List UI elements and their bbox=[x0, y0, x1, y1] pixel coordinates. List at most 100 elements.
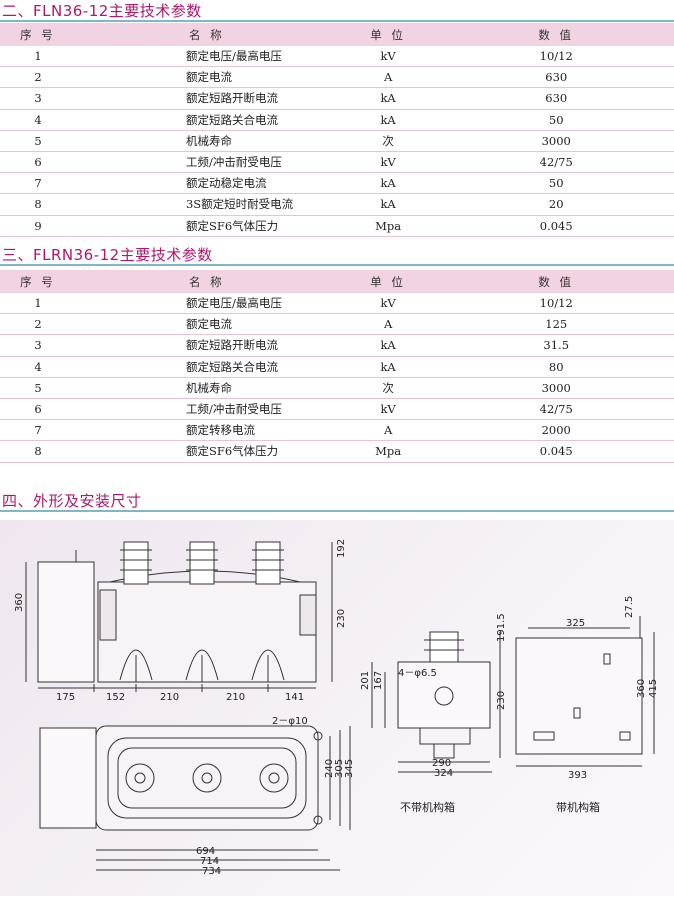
cell-no: 8 bbox=[0, 193, 76, 216]
front-dim-141: 141 bbox=[285, 692, 305, 703]
cell-unit: Mpa bbox=[337, 215, 439, 237]
cell-unit: kA bbox=[337, 109, 439, 131]
header-value: 数 值 bbox=[438, 23, 674, 46]
front-dim-152: 152 bbox=[106, 692, 126, 703]
front-view-drawing bbox=[25, 541, 333, 692]
cell-unit: Mpa bbox=[337, 440, 439, 463]
cell-unit: kA bbox=[337, 356, 439, 378]
cell-name: 额定短路关合电流 bbox=[75, 109, 338, 131]
cell-value: 3000 bbox=[438, 130, 674, 152]
cell-name: 机械寿命 bbox=[75, 377, 338, 399]
side-dim-167: 167 bbox=[373, 670, 384, 690]
cell-value: 31.5 bbox=[438, 334, 674, 357]
cell-name: 工频/冲击耐受电压 bbox=[75, 151, 338, 174]
front-top-height-label: 192 bbox=[336, 538, 347, 558]
cell-unit: A bbox=[337, 66, 439, 89]
section-rule bbox=[0, 510, 674, 512]
section-title-fln: 二、FLN36-12主要技术参数 bbox=[2, 2, 202, 20]
section-rule bbox=[0, 264, 674, 266]
cell-value: 630 bbox=[438, 66, 674, 89]
cell-no: 3 bbox=[0, 334, 76, 357]
cell-name: 额定转移电流 bbox=[75, 419, 338, 442]
cell-no: 9 bbox=[0, 215, 76, 237]
cell-no: 1 bbox=[0, 293, 76, 315]
plan-hole-label: 2－φ10 bbox=[272, 716, 308, 727]
box-dim-393: 393 bbox=[568, 770, 588, 781]
plan-dim-734: 734 bbox=[202, 866, 222, 877]
cell-unit: kA bbox=[337, 193, 439, 216]
cell-name: 额定电流 bbox=[75, 66, 338, 89]
cell-name: 额定动稳定电流 bbox=[75, 172, 338, 195]
cell-name: 机械寿命 bbox=[75, 130, 338, 152]
cell-unit: kV bbox=[337, 293, 439, 315]
box-dim-275: 27.5 bbox=[624, 595, 635, 618]
cell-name: 额定短路开断电流 bbox=[75, 87, 338, 110]
box-dim-360: 360 bbox=[636, 678, 647, 698]
header-unit: 单 位 bbox=[337, 270, 439, 293]
cell-no: 2 bbox=[0, 66, 76, 89]
cell-no: 4 bbox=[0, 109, 76, 131]
cell-unit: kA bbox=[337, 334, 439, 357]
cell-unit: 次 bbox=[337, 377, 439, 399]
cell-unit: kV bbox=[337, 151, 439, 174]
side-dim-1915: 191.5 bbox=[496, 613, 507, 642]
section-title-flrn: 三、FLRN36-12主要技术参数 bbox=[2, 246, 213, 264]
header-name: 名 称 bbox=[75, 23, 338, 46]
box-view-caption: 带机构箱 bbox=[556, 801, 600, 814]
cell-value: 50 bbox=[438, 172, 674, 195]
front-body-height-label: 230 bbox=[336, 608, 347, 628]
cell-no: 7 bbox=[0, 172, 76, 195]
cell-value: 10/12 bbox=[438, 293, 674, 315]
cell-unit: A bbox=[337, 419, 439, 442]
front-dim-210a: 210 bbox=[160, 692, 180, 703]
cell-name: 3S额定短时耐受电流 bbox=[75, 193, 338, 216]
cell-no: 3 bbox=[0, 87, 76, 110]
box-dim-415: 415 bbox=[648, 678, 659, 698]
cell-unit: A bbox=[337, 313, 439, 336]
cell-unit: kA bbox=[337, 172, 439, 195]
cell-no: 2 bbox=[0, 313, 76, 336]
header-no: 序 号 bbox=[0, 23, 76, 46]
cell-name: 额定电压/最高电压 bbox=[75, 46, 338, 68]
cell-no: 5 bbox=[0, 130, 76, 152]
cell-value: 0.045 bbox=[438, 215, 674, 237]
front-dim-175: 175 bbox=[56, 692, 76, 703]
dimension-drawings bbox=[25, 541, 655, 871]
cell-no: 1 bbox=[0, 46, 76, 68]
cell-name: 额定短路关合电流 bbox=[75, 356, 338, 378]
cell-name: 额定电压/最高电压 bbox=[75, 293, 338, 315]
side-dim-290: 290 bbox=[432, 758, 452, 769]
cell-value: 42/75 bbox=[438, 398, 674, 421]
header-value: 数 值 bbox=[438, 270, 674, 293]
cell-value: 10/12 bbox=[438, 46, 674, 68]
header-name: 名 称 bbox=[75, 270, 338, 293]
cell-no: 4 bbox=[0, 356, 76, 378]
cell-unit: 次 bbox=[337, 130, 439, 152]
side-dim-201: 201 bbox=[360, 670, 371, 690]
plan-dim-714: 714 bbox=[200, 856, 220, 867]
table-header-row: 序 号 名 称 单 位 数 值 bbox=[0, 270, 674, 293]
cell-no: 5 bbox=[0, 377, 76, 399]
section-title-dims: 四、外形及安装尺寸 bbox=[2, 492, 142, 510]
cell-name: 额定短路开断电流 bbox=[75, 334, 338, 357]
side-hole-label: 4－φ6.5 bbox=[398, 668, 437, 679]
side-view-caption: 不带机构箱 bbox=[400, 801, 455, 814]
side-dim-324: 324 bbox=[434, 768, 454, 779]
plan-dim-694: 694 bbox=[196, 846, 216, 857]
cell-value: 2000 bbox=[438, 419, 674, 442]
